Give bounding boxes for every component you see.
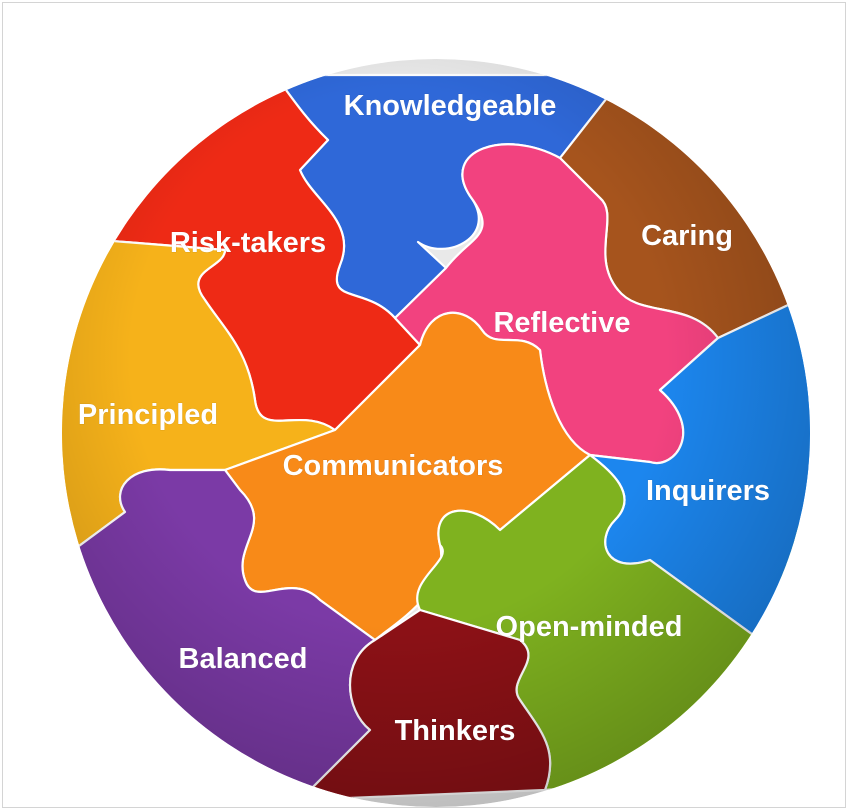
label-knowledgeable: Knowledgeable bbox=[344, 90, 557, 122]
label-reflective: Reflective bbox=[493, 307, 630, 339]
label-inquirers: Inquirers bbox=[646, 475, 770, 507]
label-balanced: Balanced bbox=[179, 643, 308, 675]
sphere-shading bbox=[62, 59, 810, 807]
label-communicators: Communicators bbox=[283, 450, 504, 482]
label-principled: Principled bbox=[78, 399, 218, 431]
label-open-minded: Open-minded bbox=[496, 611, 683, 643]
label-risk-takers: Risk-takers bbox=[170, 227, 326, 259]
label-thinkers: Thinkers bbox=[395, 715, 516, 747]
label-caring: Caring bbox=[641, 220, 733, 252]
